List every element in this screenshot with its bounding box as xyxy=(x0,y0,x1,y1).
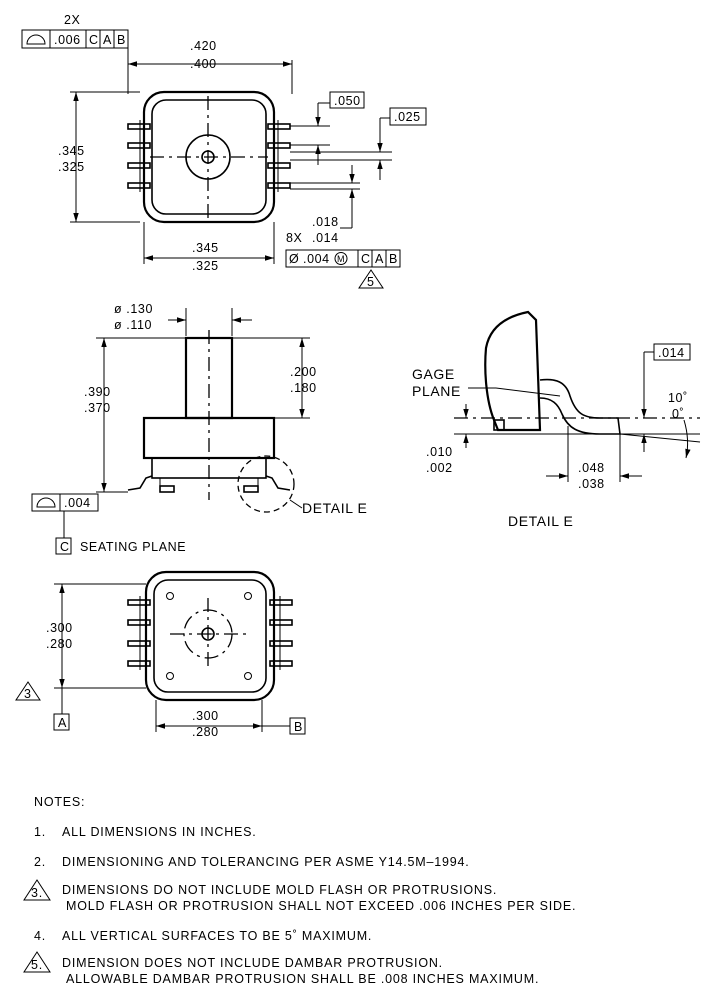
total-height-max: .390 xyxy=(84,385,111,399)
lead-width-min: .014 xyxy=(312,231,339,245)
gage-plane-label-2: PLANE xyxy=(412,383,461,399)
pos-ref-a: A xyxy=(375,252,384,266)
bottom-leads-left xyxy=(127,596,151,670)
datum-c-box xyxy=(55,537,72,555)
mmc-modifier-icon xyxy=(334,252,348,265)
surface-profile-icon xyxy=(36,497,56,508)
note-4: ALL VERTICAL SURFACES TO BE 5˚ MAXIMUM. xyxy=(62,929,372,943)
body-width-min: .325 xyxy=(192,259,219,273)
bottom-height-min: .280 xyxy=(46,637,73,651)
note-3-line-1: DIMENSIONS DO NOT INCLUDE MOLD FLASH OR … xyxy=(62,883,497,897)
position-symbol: Ø xyxy=(289,252,299,266)
foot-length-min: .038 xyxy=(578,477,605,491)
fcf-ref-a: A xyxy=(103,33,112,47)
top-height-max: .345 xyxy=(58,144,85,158)
gage-plane-label-1: GAGE xyxy=(412,366,455,382)
fcf-count: 2X xyxy=(64,13,81,27)
note-1: ALL DIMENSIONS IN INCHES. xyxy=(62,825,257,839)
note-3-num: 3. xyxy=(31,886,43,900)
top-profile-frame: 2X .006 C A B xyxy=(21,13,129,90)
mmc-modifier-letter: M xyxy=(337,254,345,264)
position-tolerance: .004 xyxy=(303,252,330,266)
seating-plane-label: SEATING PLANE xyxy=(80,540,186,554)
bottom-width-max: .300 xyxy=(192,709,219,723)
note-5-line-2: ALLOWABLE DAMBAR PROTRUSION SHALL BE .00… xyxy=(66,972,539,986)
note-5-flag-icon xyxy=(23,951,51,973)
angle-min: 0˚ xyxy=(672,407,684,421)
datum-a-box xyxy=(53,713,70,731)
port-height-max: .200 xyxy=(290,365,317,379)
pitch-dim: .050 xyxy=(334,94,361,108)
note-2-num: 2. xyxy=(34,855,46,869)
surface-profile-icon xyxy=(26,34,46,45)
position-frame: Ø .004 M C A B xyxy=(285,249,401,268)
notes-heading: NOTES: xyxy=(34,795,85,809)
detail-e: GAGE PLANE .014 10˚ 0˚ .010 .002 .048 .0… xyxy=(412,310,701,529)
note-flag-5-icon xyxy=(358,269,384,289)
notes: NOTES: 1. ALL DIMENSIONS IN INCHES. 2. D… xyxy=(23,795,576,986)
foot-length-max: .048 xyxy=(578,461,605,475)
datum-b-label: B xyxy=(294,720,303,734)
bottom-height-max: .300 xyxy=(46,621,73,635)
note-5-num: 5. xyxy=(31,958,43,972)
fcf-tolerance: .006 xyxy=(54,33,81,47)
note-3-flag-icon xyxy=(23,879,51,901)
port-dia-max: ø .130 xyxy=(114,302,153,316)
note-5-line-1: DIMENSION DOES NOT INCLUDE DAMBAR PROTRU… xyxy=(62,956,443,970)
note-1-num: 1. xyxy=(34,825,46,839)
detail-e-circle xyxy=(237,455,295,513)
datum-a-label: A xyxy=(58,716,67,730)
standoff-max: .010 xyxy=(426,445,453,459)
pos-ref-b: B xyxy=(389,252,398,266)
note-flag-5-text: 5 xyxy=(367,275,375,289)
detail-box-dim-text: .014 xyxy=(658,346,685,360)
datum-b-box xyxy=(289,717,306,735)
standoff-min: .002 xyxy=(426,461,453,475)
note-4-num: 4. xyxy=(34,929,46,943)
bottom-body-outline xyxy=(144,570,276,702)
detail-callout: DETAIL E xyxy=(302,500,367,516)
lead-dim: .025 xyxy=(394,110,421,124)
fcf-ref-c: C xyxy=(89,33,99,47)
pos-ref-c: C xyxy=(361,252,371,266)
top-leads-right xyxy=(267,120,291,192)
port-height-min: .180 xyxy=(290,381,317,395)
top-height-min: .325 xyxy=(58,160,85,174)
flatness-tol: .004 xyxy=(64,496,91,510)
side-view: ø .130 ø .110 .200 .180 .390 .370 xyxy=(31,302,367,555)
bottom-leads-right xyxy=(269,596,293,670)
note-flag-3-text: 3 xyxy=(24,687,32,701)
bottom-width-min: .280 xyxy=(192,725,219,739)
flatness-frame xyxy=(31,493,99,512)
top-body-outline xyxy=(142,90,276,224)
top-width-min: .400 xyxy=(190,57,217,71)
port-dia-min: ø .110 xyxy=(114,318,152,332)
top-leads-left xyxy=(127,120,151,192)
note-3-line-2: MOLD FLASH OR PROTRUSION SHALL NOT EXCEE… xyxy=(66,899,576,913)
note-2: DIMENSIONING AND TOLERANCING PER ASME Y1… xyxy=(62,855,470,869)
total-height-min: .370 xyxy=(84,401,111,415)
angle-max: 10˚ xyxy=(668,391,688,405)
datum-c-label: C xyxy=(60,540,70,554)
top-width-max: .420 xyxy=(190,39,217,53)
fcf-ref-b: B xyxy=(117,33,126,47)
detail-title: DETAIL E xyxy=(508,513,573,529)
lead-width-max: .018 xyxy=(312,215,339,229)
note-flag-3-icon xyxy=(15,681,41,701)
bottom-view: .300 .280 3 A .300 .280 B xyxy=(15,570,306,739)
lead-count: 8X xyxy=(286,231,303,245)
body-width-max: .345 xyxy=(192,241,219,255)
top-view: 2X .006 C A B .420 .400 xyxy=(21,13,427,289)
